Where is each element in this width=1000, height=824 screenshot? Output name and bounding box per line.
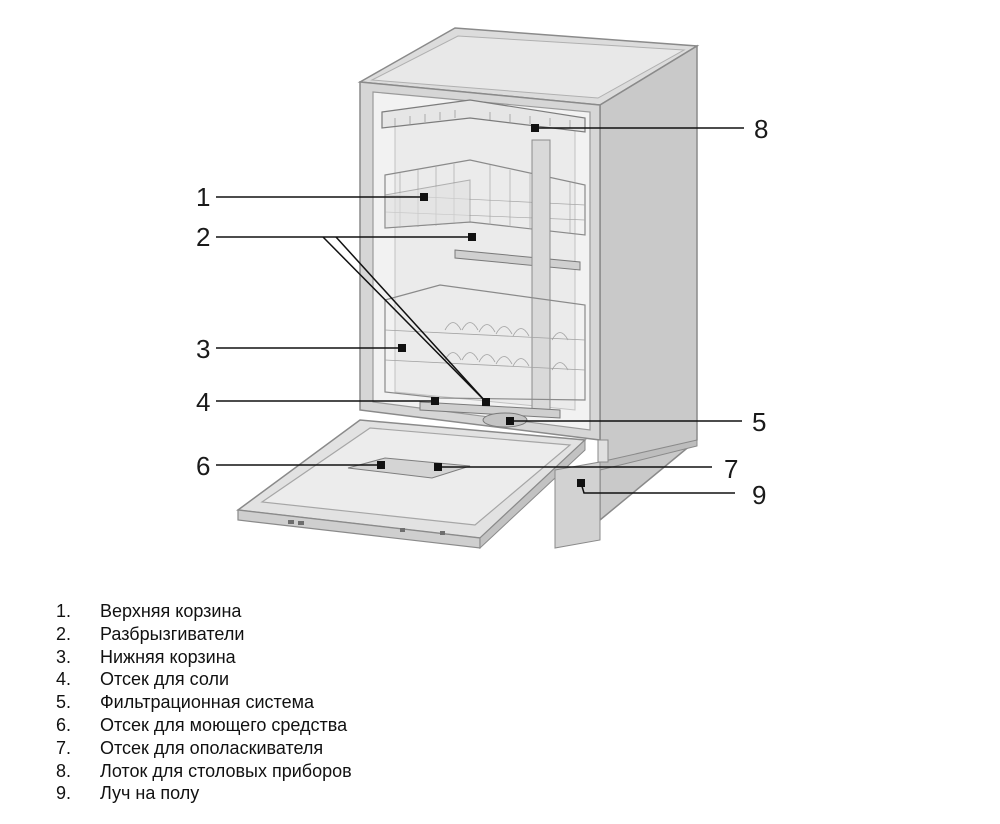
legend-item-label: Разбрызгиватели	[100, 623, 245, 644]
legend-item-number: 4.	[56, 669, 72, 690]
callout-number-9: 9	[752, 480, 767, 510]
callout-number-1: 1	[196, 182, 211, 212]
legend-item: 9. Луч на полу	[56, 782, 352, 805]
legend-item-label: Отсек для ополаскивателя	[100, 737, 324, 758]
legend-item-label: Отсек для моющего средства	[100, 714, 348, 735]
legend-item-number: 7.	[56, 737, 72, 758]
legend-item: 6. Отсек для моющего средства	[56, 714, 352, 737]
legend-item-label: Лоток для столовых приборов	[100, 760, 352, 781]
parts-legend: 1. Верхняя корзина 2. Разбрызгиватели 3. Ни…	[56, 600, 352, 805]
legend-item-number: 5.	[56, 692, 72, 713]
dishwasher-illustration	[216, 27, 744, 550]
callout-number-6: 6	[196, 451, 211, 481]
legend-item: 4. Отсек для соли	[56, 668, 352, 691]
callout-number-3: 3	[196, 334, 211, 364]
legend-item: 1. Верхняя корзина	[56, 600, 352, 623]
legend-item: 2. Разбрызгиватели	[56, 623, 352, 646]
legend-item-label: Отсек для соли	[100, 669, 230, 690]
legend-item: 3. Нижняя корзина	[56, 646, 352, 669]
legend-item-number: 2.	[56, 623, 72, 644]
legend-item-label: Верхняя корзина	[100, 601, 242, 621]
legend-item-number: 1.	[56, 601, 72, 621]
legend-item-number: 9.	[56, 783, 72, 804]
legend-item-label: Нижняя корзина	[100, 646, 236, 667]
callout-number-7: 7	[724, 454, 739, 484]
callout-number-4: 4	[196, 387, 211, 417]
legend-item: 5. Фильтрационная система	[56, 691, 352, 714]
callout-number-2: 2	[196, 222, 211, 252]
legend-item: 8. Лоток для столовых приборов	[56, 760, 352, 783]
legend-item-label: Луч на полу	[100, 783, 200, 804]
legend-item-number: 8.	[56, 760, 72, 781]
legend-item-number: 3.	[56, 646, 72, 667]
callout-number-8: 8	[754, 114, 769, 144]
legend-item-label: Фильтрационная система	[100, 692, 314, 713]
callout-number-5: 5	[752, 407, 767, 437]
legend-item: 7. Отсек для ополаскивателя	[56, 737, 352, 760]
legend-item-number: 6.	[56, 714, 72, 735]
